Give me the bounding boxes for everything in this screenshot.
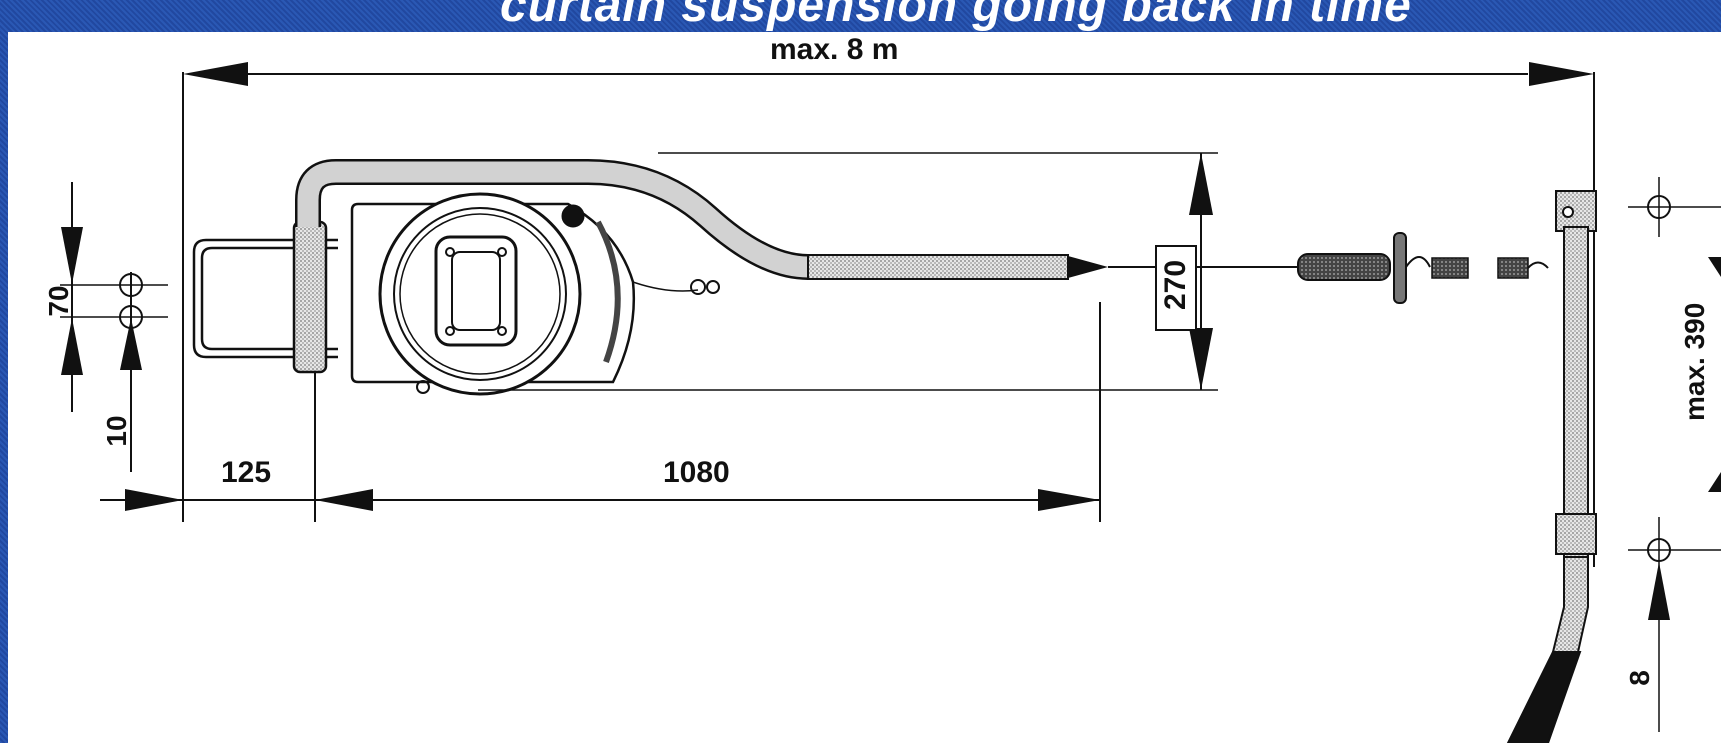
hole-offset-label: 10 xyxy=(101,415,132,447)
drum-to-cable-label: 1080 xyxy=(663,456,730,489)
end-offset-label: 8 xyxy=(1624,670,1655,686)
right-hole-dimension xyxy=(1628,177,1721,732)
max-drop-label: max. 390 xyxy=(1679,302,1710,421)
bracket-offset-label: 125 xyxy=(221,456,272,489)
cable-end-hardware xyxy=(1297,232,1549,304)
drawing-panel: max. 8 m 125 1080 270 70 10 max. 390 8 xyxy=(8,32,1721,743)
wall-post xyxy=(1506,190,1597,743)
cable-drum xyxy=(350,192,720,396)
left-hole-dimension xyxy=(60,182,168,472)
banner-title: curtain suspension going back in time xyxy=(500,0,1412,32)
drum-height-label: 270 xyxy=(1159,259,1192,310)
overall-length-dimension xyxy=(182,62,1595,567)
tube-arm xyxy=(295,159,1298,280)
technical-drawing xyxy=(60,62,1721,743)
drum-height-dimension xyxy=(478,152,1218,391)
overall-length-label: max. 8 m xyxy=(770,33,899,66)
banner: curtain suspension going back in time xyxy=(0,0,1721,32)
mounting-bracket xyxy=(192,220,338,374)
bottom-dimension-line xyxy=(100,302,1101,522)
hole-spacing-label: 70 xyxy=(43,285,74,317)
